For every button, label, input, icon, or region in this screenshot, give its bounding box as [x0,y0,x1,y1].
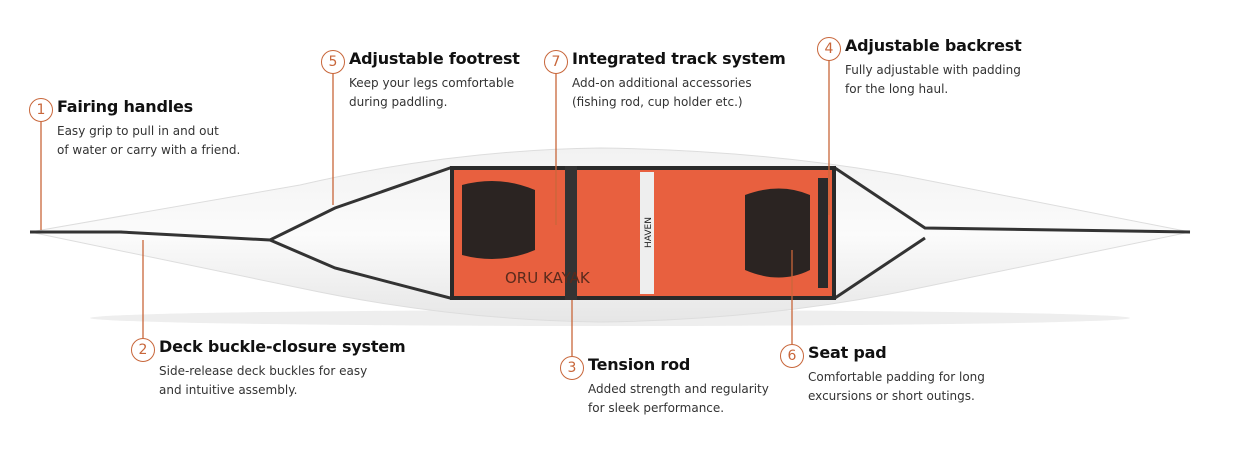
number-badge: 6 [780,344,804,368]
number-badge: 5 [321,50,345,74]
callout-title: Adjustable backrest [845,36,1022,55]
number-badge: 7 [544,50,568,74]
seat-front [462,181,535,259]
number-badge: 4 [817,37,841,61]
number-badge: 3 [560,356,584,380]
brand-label: ORU KAYAK [505,269,591,287]
tension-rod [565,166,577,300]
callout-desc: Add-on additional accessories(fishing ro… [572,76,752,109]
callout-title: Deck buckle-closure system [159,337,406,356]
callout-lines [40,60,830,356]
deck-frame [30,166,1191,300]
haven-panel [640,172,654,294]
number-badge: 1 [29,98,53,122]
model-label: HAVEN [644,217,654,248]
callout-title: Fairing handles [57,97,193,116]
number-badge: 2 [131,338,155,362]
callout-title: Tension rod [588,355,691,374]
callout-title: Integrated track system [572,49,786,68]
backrest [818,178,828,288]
callout-title: Seat pad [808,343,887,362]
callout-title: Adjustable footrest [349,49,520,68]
seat-rear [745,188,810,278]
